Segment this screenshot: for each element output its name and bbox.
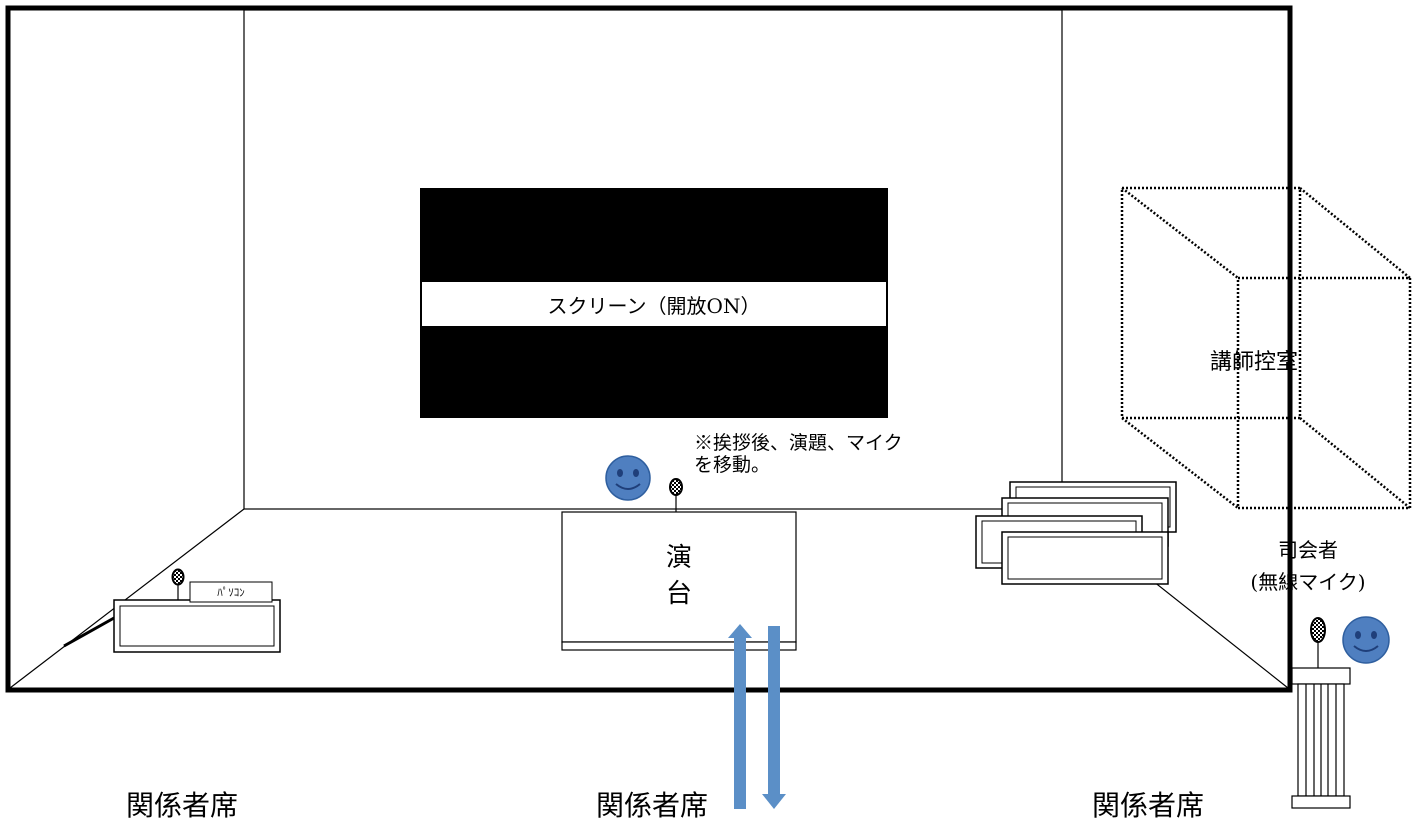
podium-microphone-icon <box>669 478 683 512</box>
speaker-room-box <box>1120 186 1412 510</box>
speaker-room-label: 講師控室 <box>1210 350 1299 375</box>
podium-label: 演 台 <box>562 540 796 612</box>
seat-label-left: 関係者席 <box>126 789 239 822</box>
mc-stand <box>1291 667 1351 809</box>
podium-note-line2: を移動。 <box>694 454 771 476</box>
speaker-face-icon <box>605 455 651 501</box>
projection-screen <box>420 188 888 418</box>
mc-microphone-icon <box>1310 617 1326 668</box>
mc-face-icon <box>1342 616 1390 664</box>
podium-label-line1: 演 <box>665 543 692 573</box>
arrow-up-icon <box>728 624 752 809</box>
mc-label-line1: 司会者 <box>1278 538 1338 562</box>
seat-label-right: 関係者席 <box>1092 789 1205 822</box>
podium-note: ※挨拶後、演題、マイク を移動。 <box>694 432 903 476</box>
stacked-tables <box>975 481 1177 585</box>
mc-label: 司会者 (無線マイク) <box>1228 534 1388 598</box>
screen-label: スクリーン（開放ON） <box>547 293 761 318</box>
seat-label-center: 関係者席 <box>596 789 709 822</box>
podium-note-line1: ※挨拶後、演題、マイク <box>694 432 903 454</box>
mc-label-line2: (無線マイク) <box>1250 570 1366 594</box>
podium <box>561 511 797 651</box>
podium-label-line2: 台 <box>665 579 692 609</box>
pc-label: ﾊﾟｿｺﾝ <box>217 586 245 599</box>
pc-desk <box>113 568 281 653</box>
arrow-down-icon <box>762 626 786 809</box>
